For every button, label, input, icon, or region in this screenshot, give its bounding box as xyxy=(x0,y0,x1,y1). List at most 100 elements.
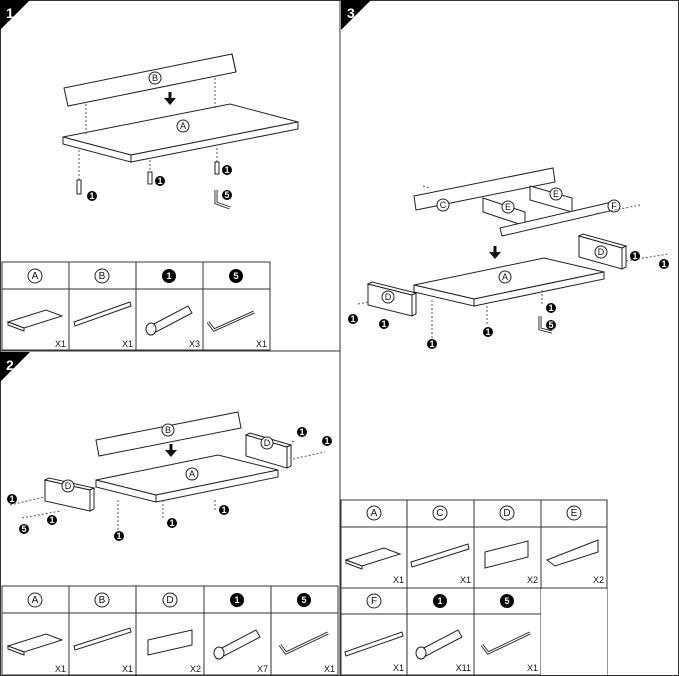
svg-text:1: 1 xyxy=(221,505,226,515)
svg-text:F: F xyxy=(611,201,617,211)
step1-screw-right: 1 xyxy=(214,148,232,175)
step3-panel-e-left: E xyxy=(482,197,526,227)
svg-text:X2: X2 xyxy=(527,575,538,585)
svg-text:1: 1 xyxy=(299,427,304,437)
svg-text:X1: X1 xyxy=(324,664,335,674)
step2-parts-table: A B D 1 5 X1 X1 X2 X7 X1 xyxy=(1,585,339,676)
step-1-panel: 1 B A 1 xyxy=(0,0,299,351)
step2-panel-b: B xyxy=(95,411,242,457)
svg-text:1: 1 xyxy=(437,596,442,606)
step3-parts-table: A C D E X1 X1 X2 X2 F 1 5 X1 X11 xyxy=(340,499,608,676)
svg-text:B: B xyxy=(99,271,106,282)
step1-parts-table: A B 1 5 X1 X1 X3 X1 xyxy=(1,261,271,351)
svg-text:X11: X11 xyxy=(456,663,471,673)
wrench-header xyxy=(229,269,243,283)
svg-text:1: 1 xyxy=(116,531,121,541)
svg-text:F: F xyxy=(371,596,377,607)
screw-callout-icon xyxy=(87,191,97,201)
panel-c-thumbnail xyxy=(410,543,470,568)
arrow-down-icon xyxy=(164,92,176,105)
svg-text:D: D xyxy=(503,508,510,519)
step3-screw-callouts: 1 1 1 1 1 5 1 1 xyxy=(348,251,669,349)
svg-text:1: 1 xyxy=(632,251,637,261)
svg-text:5: 5 xyxy=(548,320,553,330)
svg-text:X2: X2 xyxy=(593,575,604,585)
qty-a: X1 xyxy=(55,339,66,349)
svg-text:5: 5 xyxy=(21,524,26,534)
screw-header xyxy=(162,269,176,283)
part-b-label-circle xyxy=(148,71,162,85)
svg-text:E: E xyxy=(553,189,559,199)
svg-text:5: 5 xyxy=(224,190,229,200)
screw-thumbnail xyxy=(213,629,261,660)
part-b-label: B xyxy=(152,73,158,83)
svg-text:1: 1 xyxy=(169,518,174,528)
step-1-badge xyxy=(0,0,30,30)
svg-text:X1: X1 xyxy=(393,663,404,673)
step-3-panel: 3 C E E F xyxy=(340,0,669,676)
part-a-header xyxy=(27,268,43,284)
arrow-down-icon xyxy=(489,246,501,259)
wrench-callout-icon xyxy=(222,190,232,200)
step3-panel-c: C xyxy=(413,167,556,212)
step1-screw-left: 1 xyxy=(76,150,97,201)
qty-b: X1 xyxy=(122,339,133,349)
svg-text:A: A xyxy=(32,595,39,606)
step2-panel-d-right: D xyxy=(244,432,293,469)
step3-rail-f: F xyxy=(499,199,621,237)
svg-text:5: 5 xyxy=(233,271,238,281)
step3-panel-d-right: D xyxy=(577,233,628,270)
svg-text:1: 1 xyxy=(381,319,386,329)
step3-panel-d-left: D xyxy=(366,281,418,317)
svg-text:X1: X1 xyxy=(393,575,404,585)
step2-part-a-label: A xyxy=(189,469,195,479)
panel-e-thumbnail xyxy=(545,539,599,567)
arrow-down-icon xyxy=(165,444,177,457)
step1-board-a: A xyxy=(62,78,299,163)
svg-text:B: B xyxy=(99,595,106,606)
step3-board-a: A xyxy=(413,257,605,307)
svg-text:1: 1 xyxy=(49,515,54,525)
svg-text:1: 1 xyxy=(429,339,434,349)
svg-text:1: 1 xyxy=(224,165,229,175)
svg-text:1: 1 xyxy=(157,176,162,186)
svg-text:1: 1 xyxy=(234,595,239,605)
svg-text:A: A xyxy=(371,508,378,519)
step1-hex-wrench: 5 xyxy=(214,190,232,210)
step-3-badge xyxy=(341,0,371,30)
screw-callout-icon xyxy=(222,165,232,175)
step2-part-d-left-label: D xyxy=(65,481,72,491)
qty-wrench: X1 xyxy=(256,339,267,349)
step3-panel-e-right: E xyxy=(529,185,573,213)
svg-text:X1: X1 xyxy=(460,575,471,585)
qty-screw: X3 xyxy=(189,339,200,349)
panel-b-thumbnail xyxy=(73,301,132,327)
svg-text:C: C xyxy=(440,200,447,210)
panel-d-thumbnail xyxy=(484,540,529,569)
step2-part-b-label: B xyxy=(165,425,171,435)
screw-thumbnail xyxy=(145,305,193,336)
svg-text:D: D xyxy=(166,595,173,606)
svg-text:E: E xyxy=(505,202,511,212)
part-b-header xyxy=(94,268,110,284)
rail-f-thumbnail xyxy=(344,631,404,657)
step2-panel-d-left: D xyxy=(43,477,96,512)
svg-text:D: D xyxy=(598,247,605,257)
svg-text:1: 1 xyxy=(9,494,14,504)
svg-text:1: 1 xyxy=(485,327,490,337)
svg-text:X1: X1 xyxy=(122,664,133,674)
svg-text:1: 1 xyxy=(324,436,329,446)
step-3-number: 3 xyxy=(347,5,355,21)
step1-panel-b: B xyxy=(63,53,237,107)
svg-text:D: D xyxy=(385,292,392,302)
panel-b-thumbnail xyxy=(73,627,132,651)
svg-text:X2: X2 xyxy=(190,664,201,674)
step2-part-d-right-label: D xyxy=(264,438,271,448)
screw-callout-icon xyxy=(155,176,165,186)
svg-text:1: 1 xyxy=(350,314,355,324)
svg-text:1: 1 xyxy=(661,259,666,269)
svg-text:1: 1 xyxy=(89,191,94,201)
panel-d-thumbnail xyxy=(147,629,193,656)
svg-text:A: A xyxy=(32,271,39,282)
